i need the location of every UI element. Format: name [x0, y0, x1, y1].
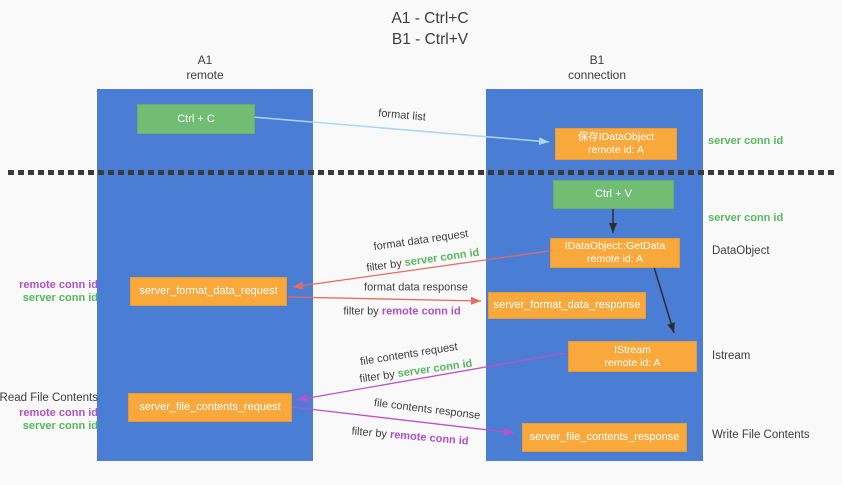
server-conn-id-label-mid: server conn id — [708, 212, 784, 224]
write-file-contents-label: Write File Contents — [712, 429, 810, 441]
column-b1-role: connection — [567, 68, 627, 82]
file-contents-request-arrow — [296, 352, 567, 403]
node-file-request-label: server_file_contents_request — [139, 401, 281, 413]
node-server-file-contents-response: server_file_contents_response — [522, 423, 687, 452]
section-divider — [8, 170, 835, 175]
node-server-format-data-request: server_format_data_request — [130, 277, 287, 306]
node-ctrl-v: Ctrl + V — [553, 180, 674, 209]
column-header-b1: B1 connection — [568, 53, 626, 83]
node-getdata-line2: remote id: A — [586, 253, 644, 265]
format-data-response-label: format data response — [364, 281, 468, 294]
istream-side-label: Istream — [712, 350, 751, 362]
node-istream-line2: remote id: A — [604, 356, 661, 369]
format-data-request-arrow — [292, 250, 550, 290]
column-header-a1: A1 remote — [186, 53, 223, 83]
filter-by-text: filter by — [351, 425, 391, 441]
node-idataobject-getdata: IDataObject::GetData remote id: A — [550, 238, 680, 268]
remote-conn-id-text: remote conn id — [381, 305, 461, 318]
node-format-request-label: server_format_data_request — [139, 285, 278, 297]
node-server-file-contents-request: server_file_contents_request — [128, 393, 292, 422]
dataobject-label: DataObject — [712, 245, 770, 257]
node-save-idataobject-line1: 保存IDataObject — [577, 131, 655, 143]
node-format-response-label: server_format_data_response — [493, 299, 641, 311]
node-istream-line1: IStream — [614, 343, 651, 356]
column-a1-role: remote — [186, 68, 224, 82]
remote-conn-id-label-bottom: remote conn id — [19, 407, 98, 419]
format-list-arrow — [252, 116, 550, 146]
node-istream: IStream remote id: A — [568, 341, 697, 372]
node-save-idataobject-line2: remote id: A — [587, 144, 645, 156]
column-b1-name: B1 — [589, 53, 605, 67]
format-data-response-filter-label: filter by remote conn id — [343, 306, 460, 319]
title-line-2: B1 - Ctrl+V — [391, 31, 469, 48]
server-conn-id-label-top: server conn id — [708, 135, 784, 147]
node-ctrl-v-label: Ctrl + V — [595, 188, 632, 200]
node-file-response-label: server_file_contents_response — [529, 431, 680, 443]
node-getdata-line1: IDataObject::GetData — [564, 240, 666, 252]
format-data-response-arrow — [287, 296, 482, 305]
node-ctrl-c-label: Ctrl + C — [177, 112, 215, 125]
title-line-1: A1 - Ctrl+C — [391, 10, 469, 27]
node-server-format-data-response: server_format_data_response — [488, 292, 646, 319]
column-a1-name: A1 — [197, 53, 213, 67]
server-conn-id-label-left-top: server conn id — [22, 292, 98, 304]
filter-by-text: filter by — [343, 305, 382, 318]
node-save-idataobject: 保存IDataObject remote id: A — [555, 128, 677, 160]
remote-conn-id-label-top: remote conn id — [19, 279, 98, 291]
server-conn-id-label-left-bottom: server conn id — [22, 420, 98, 432]
page-title: A1 - Ctrl+C B1 - Ctrl+V — [391, 8, 468, 50]
getdata-to-istream-arrow — [653, 266, 675, 334]
node-ctrl-c: Ctrl + C — [137, 104, 255, 134]
read-file-contents-label: Read File Contents — [0, 392, 98, 404]
file-contents-response-arrow — [291, 406, 515, 436]
